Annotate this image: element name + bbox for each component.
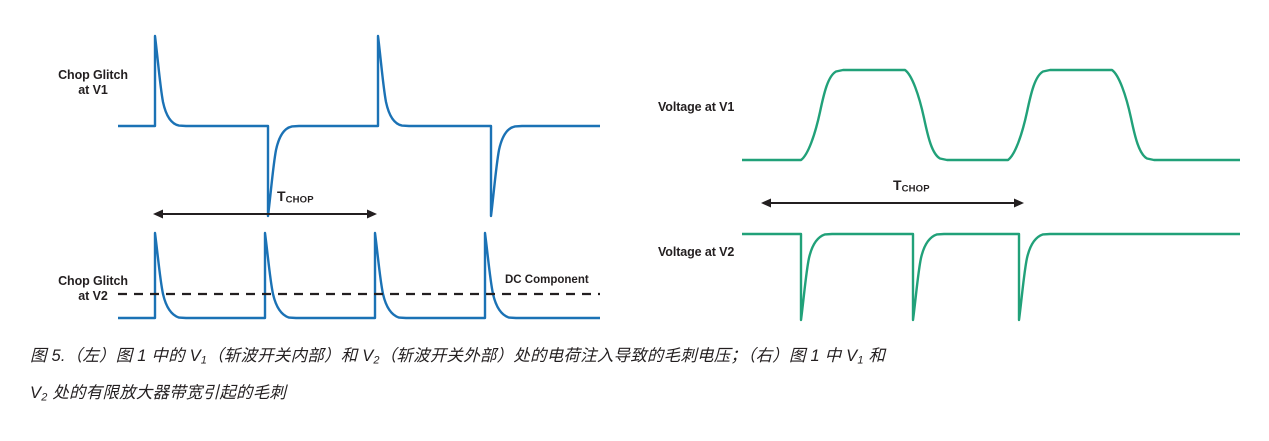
caption-sub: 1 — [200, 354, 208, 367]
caption-seg: （斩波开关外部）处的电荷注入导致的毛刺电压；（右）图 1 中 V — [379, 347, 858, 365]
caption-sub: 2 — [373, 354, 380, 367]
caption-seg: 和 — [863, 347, 886, 365]
caption-seg: （斩波开关内部）和 V — [207, 347, 374, 365]
caption-sub: 1 — [857, 354, 864, 367]
label-voltage-at-v2: Voltage at V2 — [658, 245, 735, 259]
trace-voltage-at-v1 — [742, 68, 1240, 162]
label-voltage-at-v1: Voltage at V1 — [658, 100, 735, 114]
label-chop-glitch-at-v2: Chop Glitch at V2 — [34, 274, 152, 304]
label-tchop-left: TCHOP — [277, 188, 314, 206]
trace-chop-glitch-at-v1 — [118, 34, 600, 218]
label-line-2: at V1 — [78, 83, 108, 97]
label-tchop-right: TCHOP — [893, 177, 930, 195]
caption-seg: V — [30, 384, 42, 403]
caption-seg: 图 5.（左）图 1 中的 V — [30, 347, 201, 365]
trace-chop-glitch-at-v2 — [118, 231, 600, 320]
label-chop-glitch-at-v1: Chop Glitch at V1 — [38, 68, 148, 98]
label-dc-component: DC Component — [505, 274, 589, 286]
label-line-1: Chop Glitch — [58, 274, 128, 288]
figure-caption: 图 5.（左）图 1 中的 V1（斩波开关内部）和 V2（斩波开关外部）处的电荷… — [30, 340, 1255, 415]
trace-voltage-at-v2 — [742, 232, 1240, 322]
caption-sub: 2 — [41, 391, 48, 404]
caption-seg: 处的有限放大器带宽引起的毛刺 — [47, 384, 287, 403]
tchop-subscript: CHOP — [901, 183, 930, 195]
tchop-subscript: CHOP — [285, 194, 314, 206]
label-line-1: Chop Glitch — [58, 68, 128, 82]
tchop-base: T — [893, 177, 902, 193]
caption-line-2: V2 处的有限放大器带宽引起的毛刺 — [30, 377, 1255, 414]
label-line-2: at V2 — [78, 289, 108, 303]
caption-line-1: 图 5.（左）图 1 中的 V1（斩波开关内部）和 V2（斩波开关外部）处的电荷… — [30, 340, 1255, 377]
tchop-base: T — [277, 188, 286, 204]
